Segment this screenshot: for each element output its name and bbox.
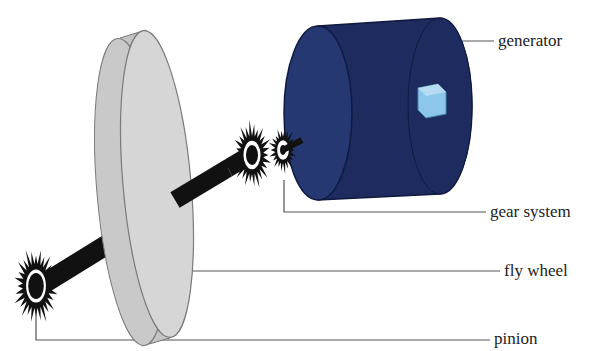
part-label: generator bbox=[496, 31, 564, 51]
gear-teeth bbox=[269, 127, 296, 174]
leader-line bbox=[36, 312, 490, 340]
gear-rim bbox=[243, 141, 260, 170]
pinion-gear bbox=[15, 250, 58, 322]
terminal-box bbox=[418, 84, 446, 118]
gear-wheel bbox=[231, 120, 271, 188]
part-label: gear system bbox=[488, 202, 573, 222]
gear-hub bbox=[28, 273, 44, 299]
gear-system bbox=[269, 127, 296, 174]
leader-line bbox=[182, 252, 500, 271]
gear-teeth bbox=[231, 120, 271, 188]
gear-rim bbox=[26, 270, 46, 303]
generator-body bbox=[284, 18, 472, 200]
gear-teeth bbox=[15, 250, 58, 322]
generator-shaft bbox=[283, 140, 302, 150]
gear-hub bbox=[246, 145, 258, 165]
part-label: fly wheel bbox=[502, 261, 570, 281]
part-label: pinion bbox=[492, 329, 539, 349]
shaft-joint bbox=[228, 168, 232, 176]
